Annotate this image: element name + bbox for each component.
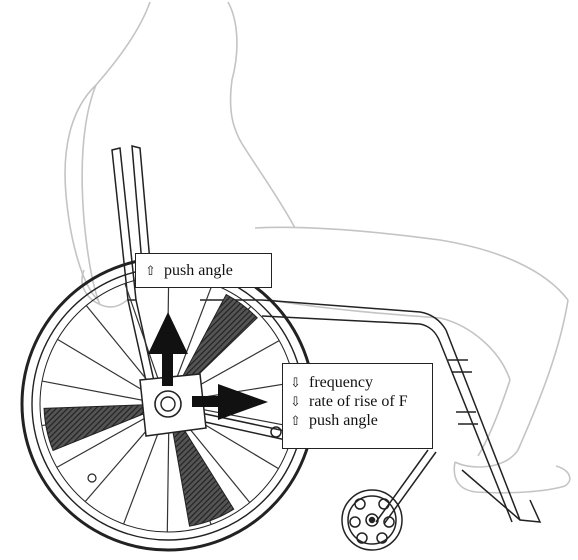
person-arm [82,85,100,305]
down-arrow-icon: ⇩ [290,373,305,392]
label-line-frequency: ⇩ frequency [290,373,432,392]
wheel-spoke [167,420,169,532]
push-handle-left [112,148,136,300]
label-text: push angle [164,262,233,279]
person-thigh-top [255,227,568,300]
up-arrow-icon: ⇧ [290,411,305,430]
person-head-back [228,2,295,228]
label-text: push angle [309,412,378,429]
lower-frame [196,412,290,432]
hatched-sector [44,405,148,451]
label-text: rate of rise of F [309,393,408,410]
label-box-effects: ⇩ frequency ⇩ rate of rise of F ⇧ push a… [282,363,433,449]
label-line-push-angle-2: ⇧ push angle [290,411,432,430]
label-line-rate-of-rise: ⇩ rate of rise of F [290,392,432,411]
push-handle-right [132,146,150,264]
hatched-sector [172,423,234,526]
person-shin [455,300,568,467]
label-line-push-angle: ⇧ push angle [145,261,271,280]
valve [88,474,96,482]
label-text: frequency [309,374,373,391]
person-shin-inner [478,380,510,456]
caster-wheel [342,490,402,550]
front-frame-tube [446,330,520,520]
caster-fork [384,452,436,524]
rear-wheel [22,258,314,550]
up-arrow-icon: ⇧ [145,261,160,280]
wheel-spoke [42,381,152,402]
label-box-push-angle: ⇧ push angle [135,253,272,288]
down-arrow-icon: ⇩ [290,392,305,411]
backrest-bar [128,300,148,390]
wheel-spoke [125,283,162,389]
force-arrow-up [148,312,188,386]
